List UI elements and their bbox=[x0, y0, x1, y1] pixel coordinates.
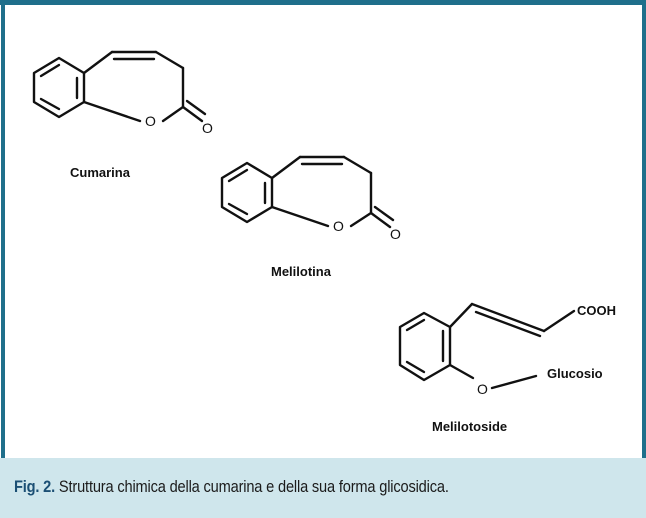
melilotoside-ether-oxygen: O bbox=[477, 381, 488, 397]
melilotina-ring-oxygen: O bbox=[333, 218, 344, 234]
cumarina-ring-oxygen: O bbox=[145, 113, 156, 129]
right-border bbox=[642, 0, 646, 458]
caption-text: Struttura chimica della cumarina e della… bbox=[58, 477, 449, 496]
melilotina-label: Melilotina bbox=[271, 264, 332, 279]
cumarina-label: Cumarina bbox=[70, 165, 131, 180]
melilotina-structure bbox=[220, 155, 395, 229]
left-border bbox=[1, 0, 5, 458]
cumarina-structure bbox=[32, 50, 207, 123]
top-border bbox=[0, 0, 646, 5]
melilotina-carbonyl-oxygen: O bbox=[390, 226, 401, 242]
melilotoside-structure bbox=[398, 302, 576, 390]
figure-number: Fig. 2. bbox=[14, 477, 56, 496]
cumarina-carbonyl-oxygen: O bbox=[202, 120, 213, 136]
melilotoside-acid-group: COOH bbox=[577, 303, 616, 318]
melilotoside-label: Melilotoside bbox=[432, 419, 507, 434]
figure-caption: Fig. 2. Struttura chimica della cumarina… bbox=[14, 477, 449, 497]
structures-canvas: O O Cumarina O O Melilotina COOH O Gluco… bbox=[32, 50, 616, 434]
melilotoside-sugar: Glucosio bbox=[547, 366, 603, 381]
caption-band bbox=[0, 458, 646, 518]
